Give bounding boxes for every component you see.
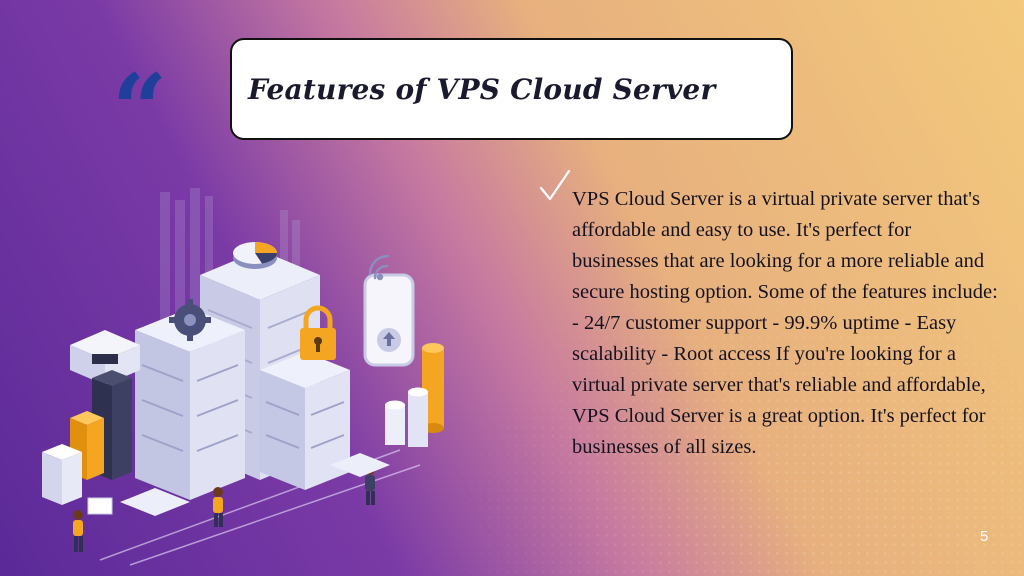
checkmark-icon: [539, 169, 571, 201]
quote-mark-icon: “: [112, 53, 168, 166]
padlock-icon: [300, 305, 336, 360]
dot-pattern: [404, 216, 1024, 576]
person-figure-icon: [73, 497, 113, 552]
server-illustration: [42, 188, 444, 566]
title-box: Features of VPS Cloud Server: [230, 38, 793, 140]
slide-title: Features of VPS Cloud Server: [248, 72, 716, 106]
body-text: VPS Cloud Server is a virtual private se…: [572, 188, 998, 458]
wifi-icon: [368, 254, 390, 281]
pie-chart-icon: [233, 242, 278, 269]
gear-icon: [169, 299, 211, 341]
smartphone-icon: [363, 273, 415, 367]
bar-chart-icon: [385, 343, 444, 447]
page-number: 5: [980, 528, 989, 545]
